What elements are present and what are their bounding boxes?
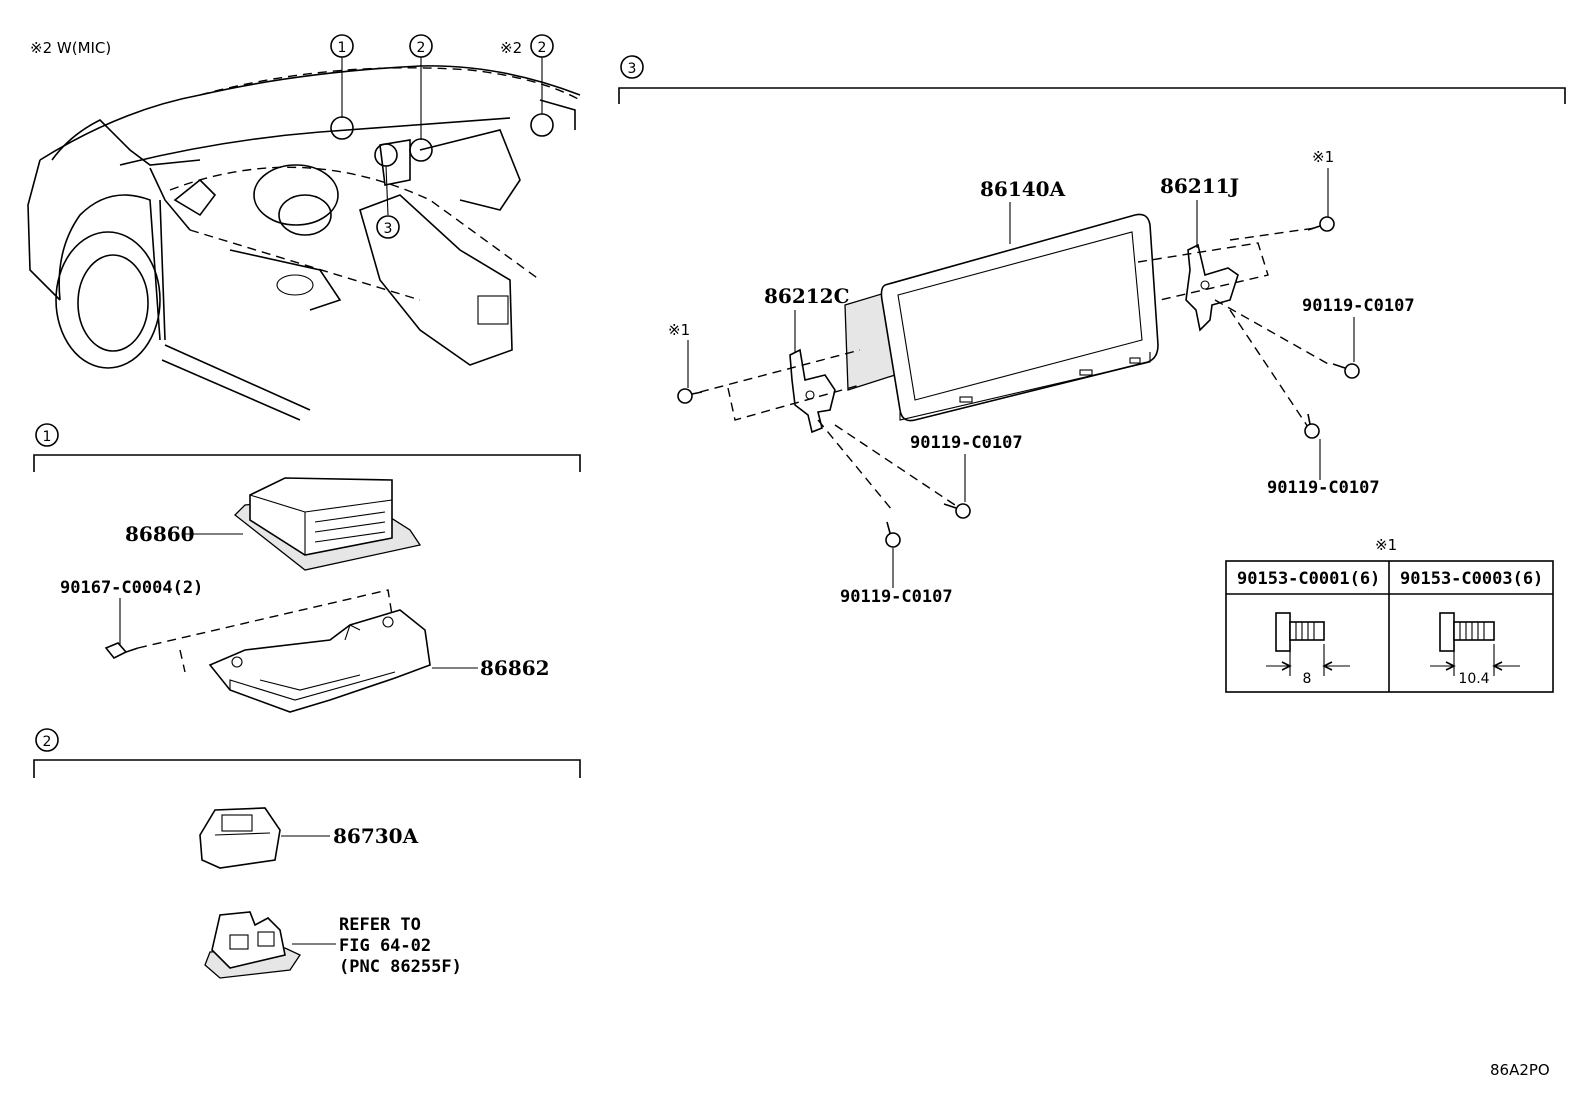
bolt-spec-icon-2 <box>1430 612 1520 676</box>
ecu-86860-drawing <box>234 477 422 571</box>
label-bolt-b: 90119-C0107 <box>910 433 1023 453</box>
bracket-86862-drawing <box>208 609 431 713</box>
label-90167-c0004: 90167-C0004(2) <box>60 578 203 598</box>
table-dim-1: 8 <box>1303 671 1312 687</box>
table-note: ※1 <box>1375 536 1397 554</box>
bolt-c-drawing <box>885 521 901 548</box>
table-col1-header: 90153-C0001(6) <box>1237 569 1380 589</box>
note-1-left: ※1 <box>668 321 690 339</box>
label-86730a: 86730A <box>333 824 419 848</box>
dashboard-overview: ※2 W(MIC) ※2 1 <box>27 34 581 421</box>
section-2: 2 86730A REFER TO FIG 64-02 (PNC 86255F) <box>33 728 581 979</box>
callout-2-top: 2 <box>417 40 426 56</box>
note-w-mic: ※2 W(MIC) <box>30 39 111 57</box>
section-1-number: 1 <box>43 429 52 445</box>
switch-refer-drawing <box>204 911 301 979</box>
bracket-86212c-drawing <box>789 348 836 434</box>
section-3: 3 86140A 86211J 86212C <box>618 55 1566 693</box>
bolt-d-drawing <box>1304 413 1320 439</box>
bolt-90167-drawing <box>104 642 139 660</box>
section-3-number: 3 <box>628 61 637 77</box>
bolt-spec-icon-1 <box>1266 612 1350 676</box>
label-bolt-d: 90119-C0107 <box>1267 478 1380 498</box>
label-bolt-c: 90119-C0107 <box>840 587 953 607</box>
label-86862: 86862 <box>480 656 550 680</box>
section-2-number: 2 <box>43 734 52 750</box>
screw-right-drawing <box>1307 216 1335 232</box>
callout-2-right: 2 <box>538 40 547 56</box>
label-86860: 86860 <box>125 522 195 546</box>
bolt-b-drawing <box>943 503 971 519</box>
label-86140a: 86140A <box>980 177 1066 201</box>
display-86140a-drawing <box>844 213 1159 422</box>
label-86212c: 86212C <box>764 284 850 308</box>
screw-left-drawing <box>677 388 703 404</box>
bolt-spec-table: ※1 90153-C0001(6) 90153-C0003(6) 8 <box>1225 536 1554 693</box>
bolt-a-drawing <box>1332 363 1360 379</box>
table-col2-header: 90153-C0003(6) <box>1400 569 1543 589</box>
refer-line-2: FIG 64-02 <box>339 936 431 956</box>
table-dim-2: 10.4 <box>1458 671 1489 687</box>
switch-86730a-drawing <box>199 807 281 869</box>
section-1: 1 86860 90167-C0004(2) 8 <box>33 423 581 713</box>
note-2-right: ※2 <box>500 39 522 57</box>
label-86211j: 86211J <box>1160 174 1239 198</box>
callout-1-top: 1 <box>338 40 347 56</box>
callout-3-overview: 3 <box>384 221 393 237</box>
figure-code: 86A2PO <box>1490 1061 1550 1079</box>
refer-line-3: (PNC 86255F) <box>339 957 462 977</box>
note-1-right: ※1 <box>1312 148 1334 166</box>
label-bolt-a: 90119-C0107 <box>1302 296 1415 316</box>
refer-line-1: REFER TO <box>339 915 421 935</box>
